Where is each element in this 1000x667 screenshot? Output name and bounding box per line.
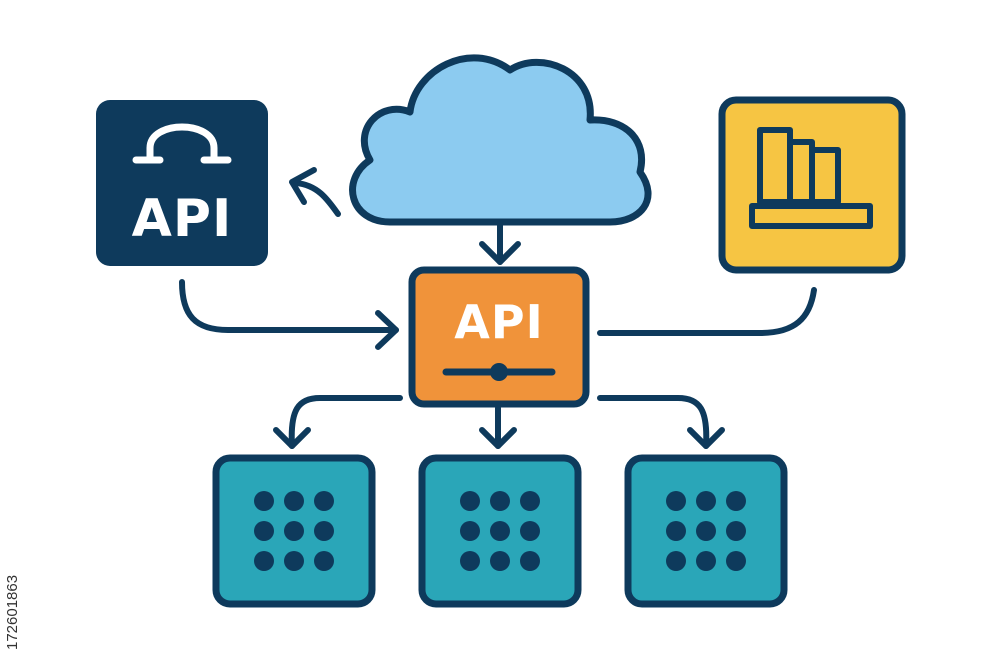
arrow-icon [289,167,317,205]
plug-arc-icon [146,123,218,164]
server-node [212,454,376,608]
server-dots-icon [666,491,746,571]
arrow-left-api-to-center [179,279,399,333]
cloud-icon [349,54,652,226]
arrow-icon [687,427,725,449]
arrow-icon [375,310,399,350]
left-api-label: API [132,189,233,249]
center-api-label: API [454,295,543,349]
books-icon [749,127,873,229]
server-node [418,454,582,608]
center-api-node: API [408,266,590,408]
arrow-icon [479,427,517,449]
server-dots-icon [254,491,334,571]
arrow-cloud-to-left-api [293,180,341,217]
server-nodes [212,454,788,608]
arrow-icon [479,241,521,265]
arrow-api-to-server-right [597,395,710,449]
connector-books-to-api [597,287,817,336]
arrow-icon [273,427,311,449]
side-id: 172601863 [4,574,21,650]
books-node [718,96,906,274]
server-dots-icon [460,491,540,571]
server-node [624,454,788,608]
left-api-node: API [96,100,268,266]
arrow-api-to-server-left [288,395,403,449]
connectors [179,167,817,449]
